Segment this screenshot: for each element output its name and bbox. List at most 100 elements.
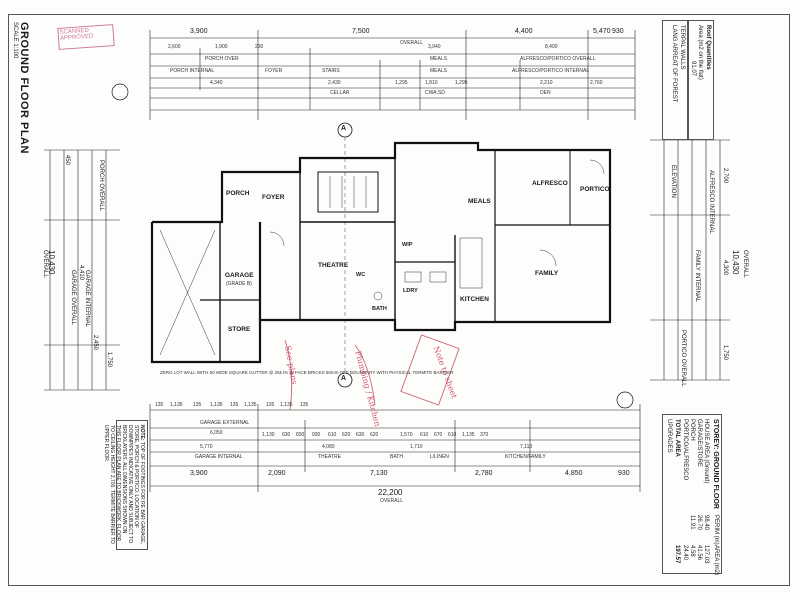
dim-r4-6: 2,210 [540,80,553,86]
dim-b2-2: 630 [282,432,291,438]
dim-r3-label-3: STAIRS [322,68,340,74]
roof-sub: Area (m2 on the flat) [697,25,703,80]
notes-text: NOTE: TOP OF FOOTINGS FOR RE BAR GARAGE,… [103,425,145,545]
tb-upgrades: UPGRADES [666,419,672,453]
dim-b2-1: 1,130 [262,432,275,438]
client-box: TERPAL WALLS LANG ARREAT OF FOREST [662,20,688,140]
dim-r4-label-2: CWA.SD [425,90,445,96]
room-foyer: FOYER [262,194,285,201]
dim-r3-label-2: FOYER [265,68,283,74]
left-label-1: GARAGE OVERALL [70,270,76,326]
notes-body: TOP OF FOOTINGS FOR RE BAR GARAGE, STORE… [103,425,145,544]
room-theatre: THEATRE [318,262,349,269]
dim-r2-label-3: ALFRESCO/PORTICO OVERALL [520,56,596,62]
room-ldry: LDRY [403,288,418,294]
dim-b4-2: 2,090 [268,470,286,477]
client-name: TERPAL WALLS [679,25,685,70]
dim-b2-11: 670 [434,432,443,438]
dim-b2-3: 830 [296,432,305,438]
dim-b1-8: 1,135 [280,402,293,408]
tb-row-4-area: 24.40 [682,545,688,561]
dim-b4-3: 7,130 [370,470,388,477]
dim-r2-label-2: MEALS [430,56,447,62]
dim-b2-10: 610 [420,432,429,438]
tb-row-3-perim: 11.91 [689,515,695,530]
client-lot: LANG ARREAT OF FOREST [671,25,677,103]
room-wc: WC [356,272,366,278]
notes-heading: NOTE: [139,425,145,441]
dim-overall-label: OVERALL [380,498,404,504]
right-label-1: ALFRESCO INTERNAL [708,170,714,234]
tb-col-area: AREA (m2) [713,545,719,576]
north-arrow-icon [111,83,129,101]
room-garage: GARAGE [225,272,254,279]
dim-r4-1: 4,340 [210,80,223,86]
dim-r2-3: 230 [255,44,264,50]
dim-b1-2: 1,135 [170,402,183,408]
room-family: FAMILY [535,270,559,277]
dim-b2-12: 610 [448,432,457,438]
dim-b3-label-3: BATH [390,454,403,460]
room-garage-sub: (GRADE B) [226,281,252,287]
dim-r2-5: 8,400 [545,44,558,50]
room-kitchen: KITCHEN [460,296,489,303]
room-wip: WIP [402,242,413,248]
right-label-3: PORTICO OVERALL [680,330,686,387]
dim-r4-2: 2,430 [328,80,341,86]
right-label-2: FAMILY INTERNAL [694,250,700,303]
dim-b4-1: 3,900 [190,470,208,477]
notes-box: NOTE: TOP OF FOOTINGS FOR RE BAR GARAGE,… [103,420,148,550]
dim-top-2: 7,500 [352,28,370,35]
room-store: STORE [228,326,251,333]
dim-b2-13: 1,135 [462,432,475,438]
dim-r4-4: 1,810 [425,80,438,86]
left-overall: 10,430 [47,250,56,275]
left-dim-1: 450 [64,155,70,166]
markup-scribbles [284,334,460,411]
dim-b1-4: 1,135 [210,402,223,408]
dim-b4-6: 930 [618,470,630,477]
tb-col-perim: PERIM (m) [713,515,719,545]
dim-b2-14: 370 [480,432,489,438]
section-marker-a-bottom: A [341,375,347,382]
north-arrow-icon-2 [616,391,634,409]
dim-r4-7: 2,760 [590,80,603,86]
dim-b1-3: 135 [193,402,202,408]
dim-b4-5: 4,850 [565,470,583,477]
dim-r4-3: 1,295 [395,80,408,86]
dim-r4-5: 1,295 [455,80,468,86]
dim-b1-6: 1,135 [244,402,257,408]
roof-quantities-box: Roof Quantities Area (m2 on the flat) 91… [688,20,714,140]
section-marker-a-top: A [341,125,347,132]
dim-top-3: 4,400 [515,28,533,35]
dim-b2-5: 610 [328,432,337,438]
dim-b2-9: 1,570 [400,432,413,438]
dim-b3-3: 1,710 [410,444,423,450]
room-bath: BATH [372,306,387,312]
dim-b3-2: 4,080 [322,444,335,450]
room-alfresco: ALFRESCO [532,180,568,187]
dim-b2-6: 620 [342,432,351,438]
dim-top-4: 5,470 [593,28,611,35]
dim-top-5: 930 [612,28,624,35]
dim-b3-1: 5,770 [200,444,213,450]
fixtures [159,159,605,356]
left-overall-label: OVERALL [42,250,48,278]
dim-b3-4: 7,110 [520,444,533,450]
dim-r4-label-3: DEN [540,90,551,96]
right-overall: 10,430 [731,250,740,275]
room-porch: PORCH [226,190,250,197]
dim-b2-4: 930 [312,432,321,438]
room-portico: PORTICO [580,186,610,193]
tb-row-2-label: GARAGE/STORE [696,419,702,467]
dim-garage-external-label: GARAGE EXTERNAL [200,420,250,426]
title-block: STOREY: GROUND FLOOR HOUSE AREA (Ground)… [662,414,722,576]
dimension-lines [44,30,730,492]
section-marker-group [337,122,353,388]
elevation-label: ELEVATION [670,165,676,198]
right-dim-2: 4,300 [722,260,728,276]
dim-overall: 22,200 [378,488,403,497]
tb-row-1-area: 127.03 [703,545,709,564]
left-label-3: PORCH OVERALL [98,160,104,212]
